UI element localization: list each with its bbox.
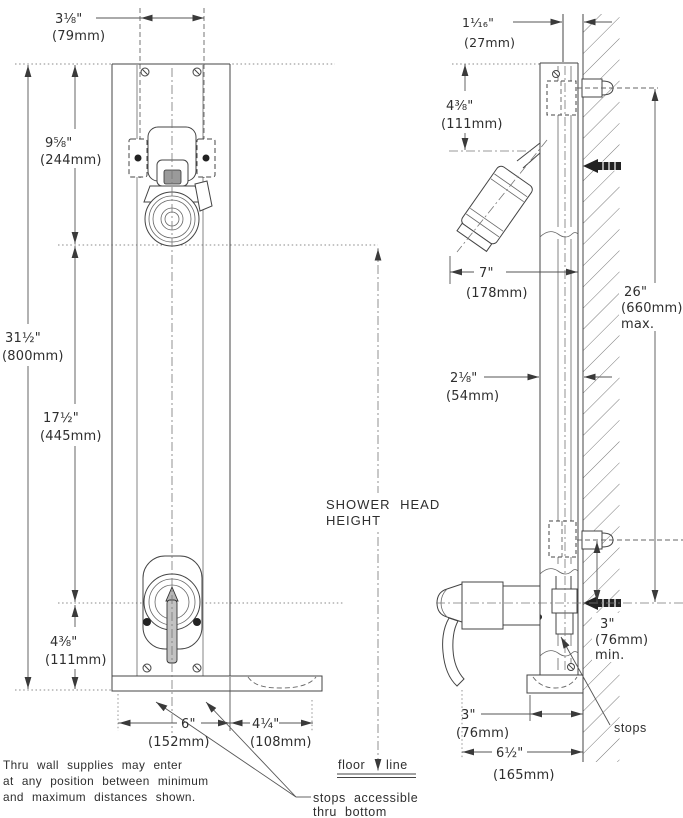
side-view-panel <box>526 62 614 694</box>
side-view-reference-lines <box>436 63 683 670</box>
shower-head-side <box>456 139 548 253</box>
dim-base-depth-metric: (76mm) <box>456 726 509 741</box>
dim-supply-gap-min-metric: (76mm) <box>595 633 648 648</box>
side-base-plate <box>526 663 584 694</box>
dim-supply-gap-min-label: 3" <box>600 617 615 632</box>
dim-base-extension-label: 4¼" <box>252 717 279 732</box>
dim-base-extension-metric: (108mm) <box>250 735 312 750</box>
valve-front <box>142 555 203 664</box>
break-lines <box>539 227 579 658</box>
floor-line-label-floor: floor <box>338 758 365 772</box>
thru-wall-note-line-2: at any position between minimum <box>3 774 208 788</box>
dim-handle-projection-label: 6½" <box>496 746 523 761</box>
shower-head-height-label-1: SHOWER HEAD <box>326 497 440 512</box>
valve-side <box>436 581 541 687</box>
dim-supply-span-max-label: 26" <box>624 285 647 300</box>
text-masks <box>1 129 683 669</box>
dim-head-projection-metric: (178mm) <box>466 286 528 301</box>
thru-wall-note-line-1: Thru wall supplies may enter <box>3 758 182 772</box>
shower-head-height-label-2: HEIGHT <box>326 513 381 528</box>
dim-pipe-to-wall-label: 1¹⁄₁₆" <box>462 15 494 30</box>
floor-line-label-line: line <box>386 758 408 772</box>
dim-head-to-valve-metric: (445mm) <box>40 429 102 444</box>
dim-head-offset-metric: (244mm) <box>40 153 102 168</box>
side-dimensions <box>449 18 659 759</box>
handle-lever <box>442 617 465 687</box>
thru-wall-note-line-3: and maximum distances shown. <box>3 790 196 804</box>
stop-valve-internals <box>536 571 578 635</box>
dim-base-depth-label: 3" <box>461 708 476 723</box>
hidden-tee-top <box>546 80 577 116</box>
dim-panel-depth-metric: (54mm) <box>446 389 499 404</box>
dim-supply-span-max-suffix: max. <box>621 317 654 332</box>
dim-pipe-to-wall-metric: (27mm) <box>464 35 515 50</box>
dim-top-to-arm-metric: (111mm) <box>441 117 503 132</box>
mounting-screw-icon <box>140 67 202 77</box>
front-view-panel <box>111 63 323 692</box>
dim-panel-depth-label: 2⅛" <box>450 371 477 386</box>
dim-head-to-valve-label: 17½" <box>43 411 79 426</box>
stops-accessible-label-1: stops accessible <box>313 791 418 805</box>
panel-screw-icon <box>142 663 202 673</box>
dim-head-offset-label: 9⅝" <box>45 136 72 151</box>
dim-valve-to-base-metric: (111mm) <box>45 653 107 668</box>
dim-width-top-metric: (79mm) <box>52 29 105 44</box>
dim-supply-gap-min-suffix: min. <box>595 648 624 663</box>
hidden-tee-bottom <box>548 520 577 558</box>
dim-valve-to-base-label: 4⅜" <box>50 635 77 650</box>
dim-head-projection-label: 7" <box>479 266 494 281</box>
dim-width-top-label: 3⅛" <box>55 12 82 27</box>
dim-overall-height-metric: (800mm) <box>2 349 64 364</box>
stops-accessible-label-2: thru bottom <box>313 805 387 818</box>
dim-base-width-metric: (152mm) <box>148 735 210 750</box>
dim-overall-height-label: 31½" <box>5 331 41 346</box>
supply-arrow-top <box>583 159 621 173</box>
dim-handle-projection-metric: (165mm) <box>493 768 555 783</box>
stops-label: stops <box>614 721 647 735</box>
dim-top-to-arm-label: 4⅜" <box>446 99 473 114</box>
dim-supply-span-max-metric: (660mm) <box>621 301 683 316</box>
dim-base-width-label: 6" <box>181 717 196 732</box>
front-base-plate <box>111 675 323 692</box>
